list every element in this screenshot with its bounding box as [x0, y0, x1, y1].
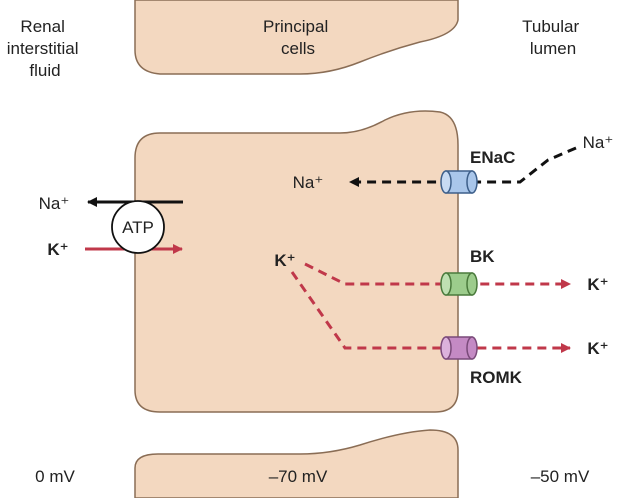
pump-k-label: K⁺ — [47, 240, 68, 259]
atp-label: ATP — [122, 218, 154, 237]
interstitial-label: Renal interstitial fluid — [7, 17, 84, 80]
pump-na-label: Na⁺ — [39, 194, 70, 213]
na-lumen-label: Na⁺ — [583, 133, 614, 152]
bk-label: BK — [470, 247, 495, 266]
middle-cell — [134, 110, 459, 413]
voltage-lumen: –50 mV — [531, 467, 590, 486]
lower-cell — [134, 429, 459, 498]
k-out-bk-label: K⁺ — [587, 275, 608, 294]
lumen-label: Tubular lumen — [522, 17, 584, 58]
bk-channel — [440, 272, 478, 296]
principal-cells-label: Principal cells — [263, 17, 333, 58]
upper-cell — [134, 0, 459, 75]
romk-channel — [440, 336, 478, 360]
romk-label: ROMK — [470, 368, 523, 387]
enac-label: ENaC — [470, 148, 515, 167]
voltage-interstitial: 0 mV — [35, 467, 75, 486]
k-cell-label: K⁺ — [274, 251, 295, 270]
voltage-cell: –70 mV — [269, 467, 328, 486]
k-out-romk-label: K⁺ — [587, 339, 608, 358]
k-path-bk — [304, 262, 571, 289]
na-cell-label: Na⁺ — [293, 173, 324, 192]
k-path-romk — [290, 271, 571, 353]
atp-pump-circle — [111, 200, 165, 254]
na-path — [349, 146, 577, 187]
enac-channel — [440, 170, 478, 194]
